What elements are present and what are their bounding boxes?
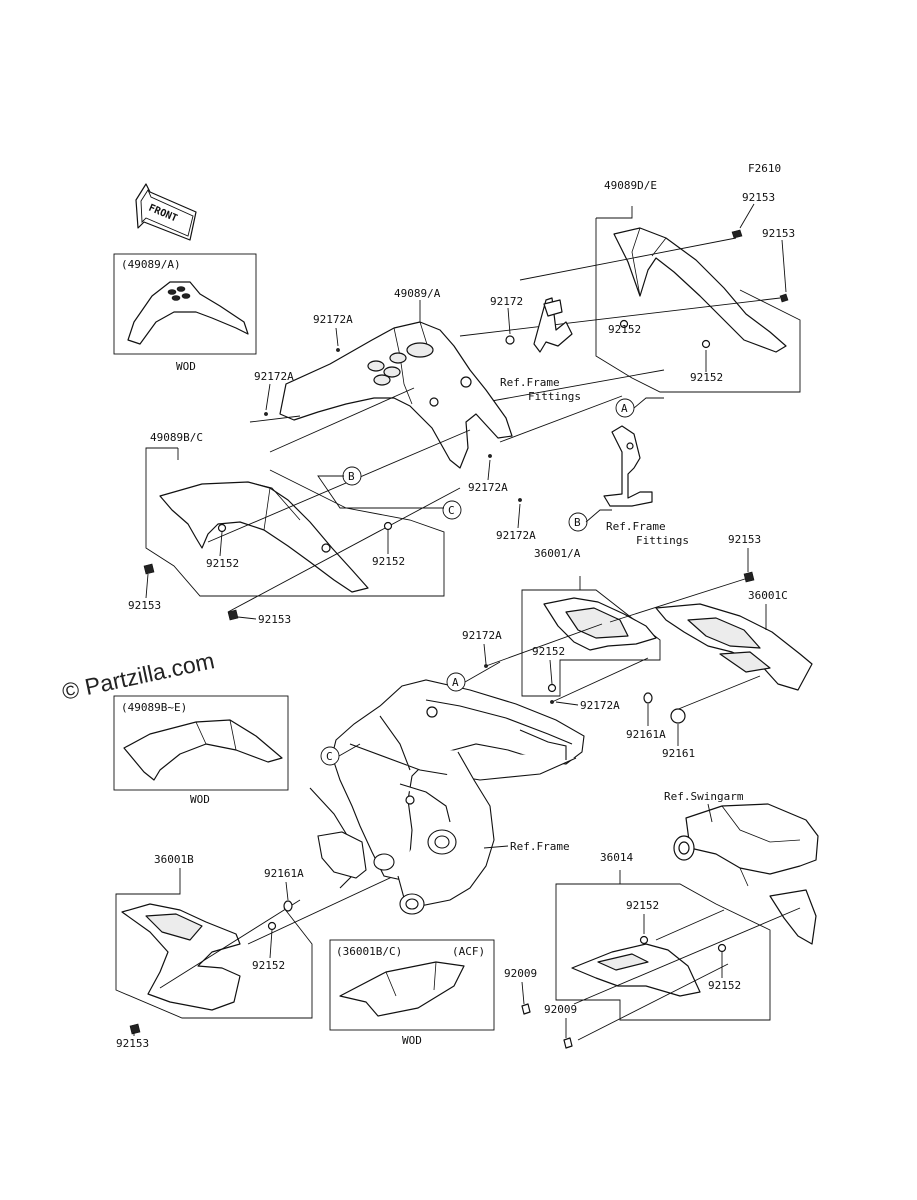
main-frame [309, 679, 585, 915]
callout: 92153 [258, 613, 291, 626]
inset-49089be-footer: WOD [190, 793, 210, 806]
ref-letter-b-1: B [342, 466, 362, 486]
callout: 92172 [490, 295, 523, 308]
callout: 92172A [254, 370, 294, 383]
callout: 92172A [496, 529, 536, 542]
callout: 36014 [600, 851, 633, 864]
callout: 92153 [128, 599, 161, 612]
ref-letter-c-1: C [442, 500, 462, 520]
ref-frame-fittings-2-line2: Fittings [636, 534, 689, 547]
callout: 92161A [626, 728, 666, 741]
callout: 49089B/C [150, 431, 203, 444]
callout: 36001/A [534, 547, 581, 560]
part-49089a [279, 321, 513, 469]
callout: 92172A [313, 313, 353, 326]
part-36001a [543, 597, 657, 651]
figure-code: F2610 [748, 162, 781, 175]
callout: 92152 [708, 979, 741, 992]
svg-text:C: C [326, 750, 333, 763]
inset-49089a-title: (49089/A) [121, 258, 181, 271]
inset-49089be: (49089B~E) WOD [113, 695, 289, 806]
inset-49089a-footer: WOD [176, 360, 196, 373]
swingarm [673, 803, 819, 945]
part-49089bc [159, 481, 369, 593]
inset-36001bc: (36001B/C) (ACF) WOD [329, 939, 495, 1047]
ref-frame: Ref.Frame [510, 840, 570, 853]
callout: 36001B [154, 853, 194, 866]
callout: 92152 [372, 555, 405, 568]
front-arrow-icon: FRONT [135, 183, 197, 241]
callout: 49089D/E [604, 179, 657, 192]
callout: 92152 [690, 371, 723, 384]
fasteners [129, 229, 789, 1049]
part-49089de [613, 227, 787, 353]
callout: 92161 [662, 747, 695, 760]
part-36001b [121, 903, 241, 1011]
inset-36001bc-title: (36001B/C) [336, 945, 402, 958]
inset-36001bc-footer: WOD [402, 1034, 422, 1047]
callout: 36001C [748, 589, 788, 602]
ref-letter-b-2: B [568, 512, 588, 532]
svg-text:C: C [448, 504, 455, 517]
svg-text:B: B [574, 516, 581, 529]
callout: 92152 [206, 557, 239, 570]
ref-frame-fittings-2-line1: Ref.Frame [606, 520, 666, 533]
callout: 92172A [468, 481, 508, 494]
callout: 92153 [728, 533, 761, 546]
inset-49089a: (49089/A) WOD [113, 253, 257, 373]
callout: 92152 [626, 899, 659, 912]
inset-49089be-title: (49089B~E) [121, 701, 187, 714]
callout: 92172A [462, 629, 502, 642]
svg-text:B: B [348, 470, 355, 483]
svg-text:A: A [621, 402, 628, 415]
callout: 92152 [608, 323, 641, 336]
ref-letter-a-2: A [446, 672, 466, 692]
ref-swingarm: Ref.Swingarm [664, 790, 744, 803]
ref-frame-fittings-1-line1: Ref.Frame [500, 376, 560, 389]
callout: 92153 [742, 191, 775, 204]
part-36001c [655, 603, 813, 691]
callout: 92152 [252, 959, 285, 972]
callout: 92161A [264, 867, 304, 880]
callout: 92152 [532, 645, 565, 658]
ref-frame-fittings-1-line2: Fittings [528, 390, 581, 403]
callouts: 49089D/E 92153 92153 92172 92152 92152 4… [116, 179, 795, 1050]
frame-fittings-2 [603, 425, 653, 507]
callout: 92009 [544, 1003, 577, 1016]
callout: 92153 [762, 227, 795, 240]
ref-letter-c-2: C [320, 746, 340, 766]
callout: 92009 [504, 967, 537, 980]
ref-letter-a-1: A [615, 398, 635, 418]
frame-fittings-1 [533, 297, 573, 353]
callout: 92172A [580, 699, 620, 712]
callout: 92153 [116, 1037, 149, 1050]
inset-36001bc-tag: (ACF) [452, 945, 485, 958]
part-36014 [571, 943, 701, 997]
callout: 49089/A [394, 287, 441, 300]
svg-text:A: A [452, 676, 459, 689]
